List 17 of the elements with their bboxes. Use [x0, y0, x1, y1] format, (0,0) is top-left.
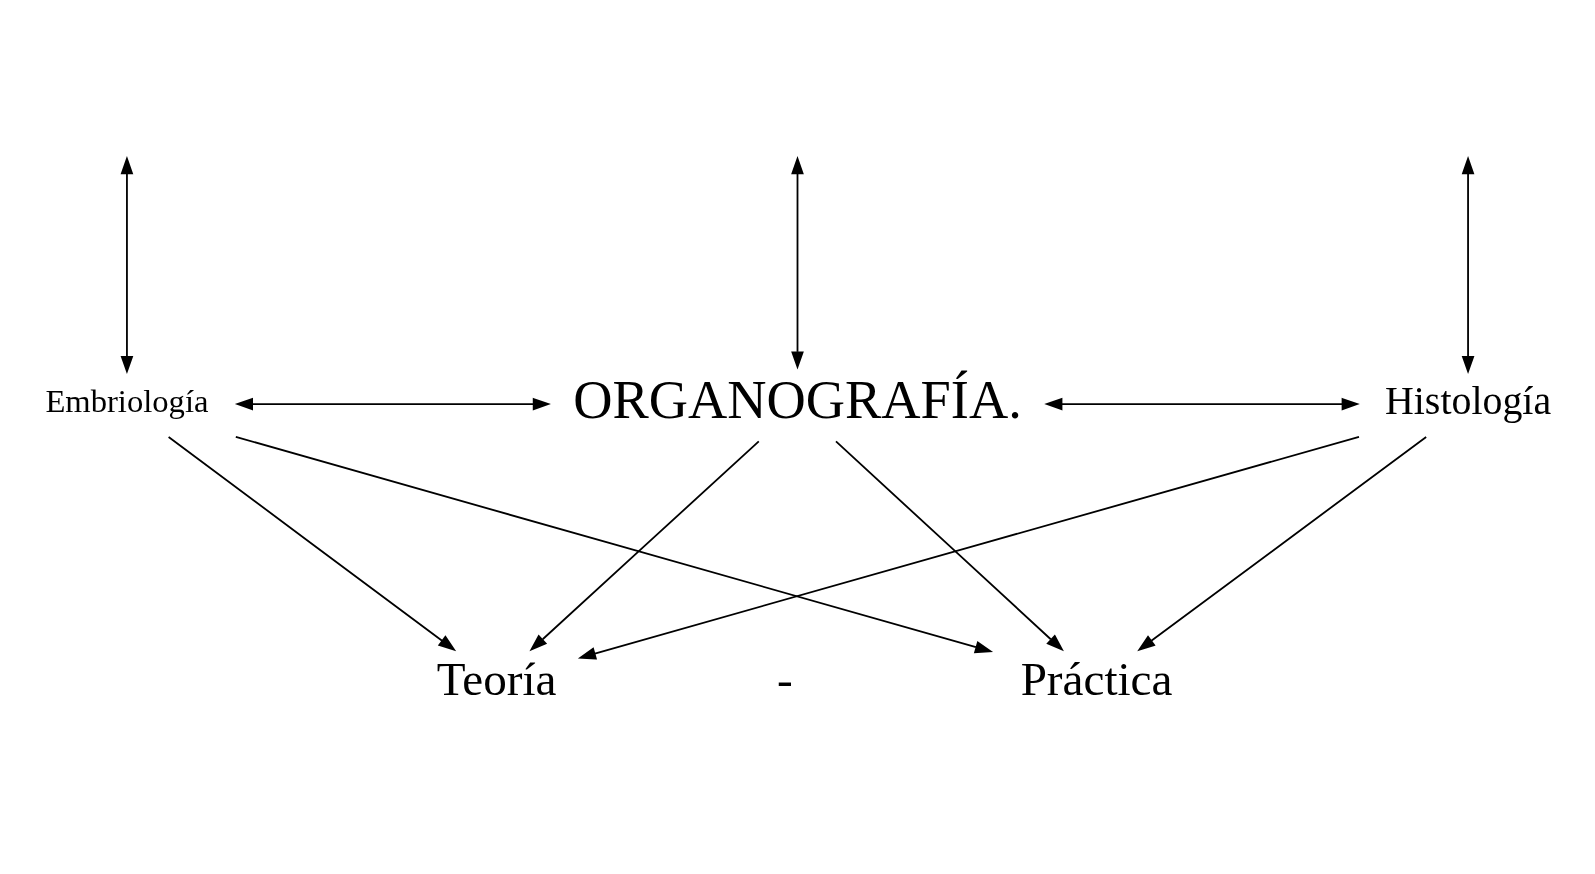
arrow: [529, 440, 760, 652]
arrow: [791, 156, 804, 370]
label: -: [776, 652, 793, 705]
arrow: [835, 440, 1064, 652]
node-text: Histología: [1385, 378, 1552, 424]
arrow: [234, 435, 994, 654]
arrow: [577, 435, 1360, 660]
node-text: Embriología: [45, 383, 209, 420]
arrow: [167, 436, 457, 652]
arrow: [1137, 436, 1428, 652]
arrow: [1461, 156, 1475, 375]
arrow: [120, 156, 134, 375]
arrow: [234, 397, 551, 411]
node-text: ORGANOGRAFÍA.: [573, 369, 1022, 430]
arrow: [1044, 397, 1360, 411]
node-text: Práctica: [1020, 652, 1173, 705]
node-text: Teoría: [436, 652, 557, 705]
